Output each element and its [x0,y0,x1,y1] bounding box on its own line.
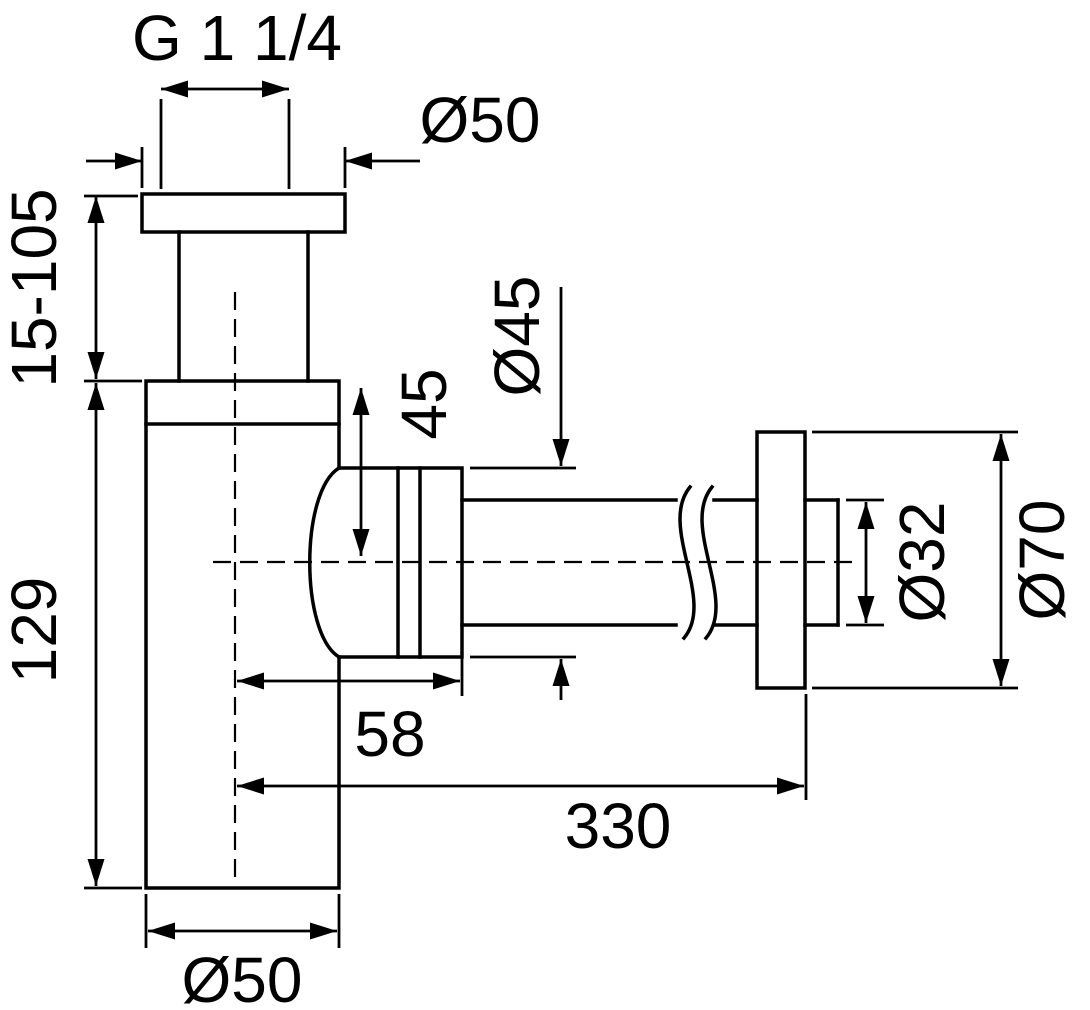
dim-outlet-pipe-diameter: Ø32 [846,498,958,627]
dim-label-center-to-wall: 330 [565,790,672,862]
dim-label-inlet-thread: G 1 1/4 [132,2,342,74]
dim-label-body-height: 129 [0,577,70,684]
pipe-break-curve-1 [678,484,696,641]
dim-label-body-diameter: Ø50 [182,944,303,1010]
dim-label-outlet-pipe-diameter: Ø32 [886,502,958,623]
body-outline [144,379,341,890]
dim-label-wall-rosette-diameter: Ø70 [1006,500,1078,621]
top-flange [140,192,347,234]
dim-label-inlet-adjustment: 15-105 [0,188,70,387]
dim-body-diameter: Ø50 [144,894,341,1010]
wall-flange [755,430,807,690]
dim-center-to-wall: 330 [237,694,808,862]
outlet-nut [396,466,464,659]
dim-label-outlet-nut-diameter: Ø45 [481,276,553,397]
dim-label-top-flange-diameter: Ø50 [420,84,541,156]
dim-label-outlet-drop: 45 [388,368,460,439]
dim-top-flange-diameter: Ø50 [86,84,540,188]
dim-inlet-adjustment: 15-105 [0,188,142,388]
pipe-break-curve-2 [700,484,718,641]
dim-inlet-thread: G 1 1/4 [132,2,342,189]
dim-body-height: 129 [0,383,142,890]
elbow-curve [308,465,342,660]
dim-outlet-drop: 45 [352,368,460,556]
dim-center-to-nut: 58 [237,632,464,770]
centerlines [213,292,855,878]
part-outline [140,192,840,890]
dim-outlet-nut-diameter: Ø45 [470,276,576,700]
dim-label-center-to-nut: 58 [354,698,425,770]
dim-wall-rosette-diameter: Ø70 [812,430,1078,690]
